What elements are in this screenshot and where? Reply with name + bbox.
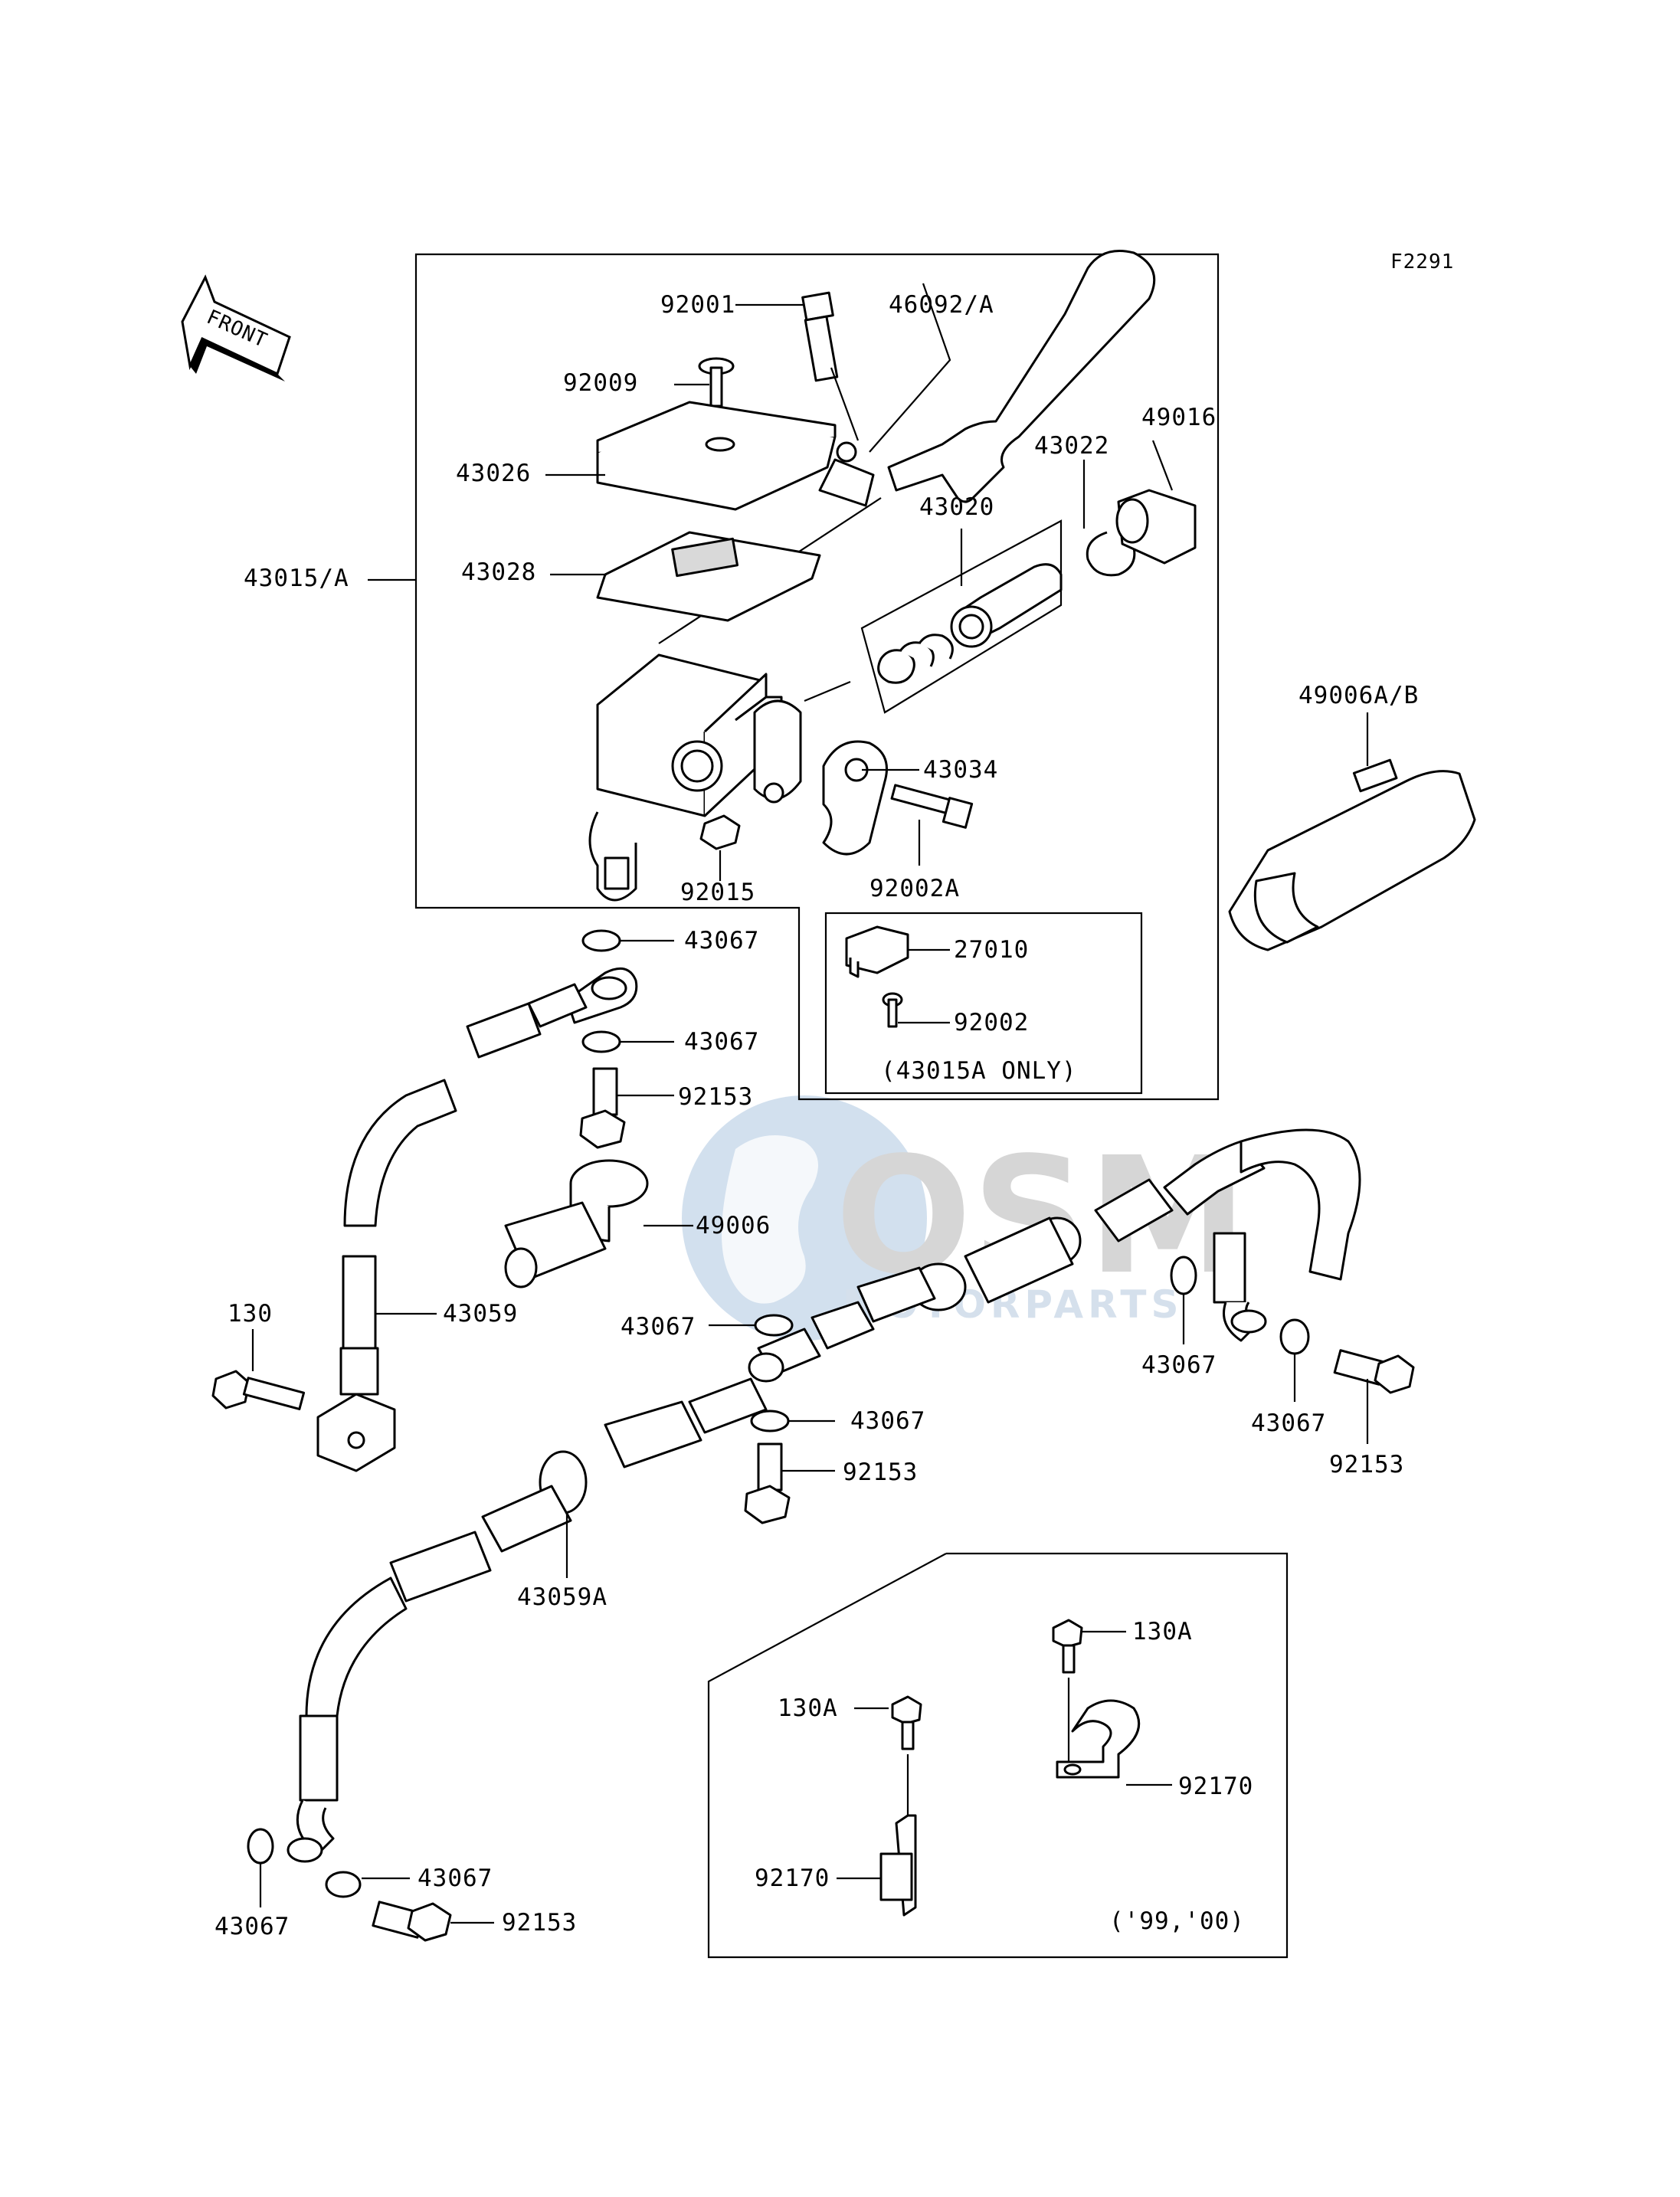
part-43067-washer-d: [750, 1410, 835, 1432]
label-43022: 43022: [1034, 432, 1109, 460]
note-43015A-only: (43015A ONLY): [881, 1057, 1077, 1085]
part-49016-dust-boot: [1115, 440, 1197, 565]
part-92153-banjo-bolt-d: [372, 1901, 494, 1942]
part-92153-banjo-bolt-c: [1333, 1349, 1415, 1444]
label-43028: 43028: [461, 558, 536, 586]
part-130-bolt: [211, 1329, 306, 1410]
label-43034: 43034: [923, 756, 998, 784]
label-92002: 92002: [954, 1009, 1029, 1036]
label-43059A: 43059A: [517, 1583, 607, 1611]
label-92170-a: 92170: [1178, 1773, 1253, 1800]
part-43059A-brake-hose: [287, 1128, 1361, 1863]
part-43067-washer-e: [1170, 1256, 1197, 1344]
label-27010: 27010: [954, 936, 1029, 964]
label-49006: 49006: [696, 1212, 771, 1239]
label-92002A: 92002A: [869, 875, 960, 902]
part-43067-washer-f: [1279, 1318, 1310, 1402]
part-43067-washer-b: [581, 1030, 674, 1053]
label-92153-c: 92153: [1329, 1451, 1404, 1478]
part-43067-washer-a: [581, 929, 674, 952]
part-92009-screw: [674, 357, 735, 408]
label-43067-a: 43067: [684, 927, 759, 954]
part-43067-washer-h: [325, 1871, 410, 1898]
part-43020-piston-kit: [860, 519, 1063, 714]
part-43028-diaphragm: [550, 531, 821, 622]
label-43059: 43059: [443, 1300, 518, 1328]
label-43067-b: 43067: [684, 1028, 759, 1056]
part-43034-clamp: [822, 740, 919, 856]
part-92001-pivot-bolt: [735, 291, 860, 441]
label-46092A: 46092/A: [889, 291, 994, 319]
label-43015A: 43015/A: [244, 565, 349, 592]
switch-box-43015A: [824, 912, 1143, 1095]
part-46092-lever: [658, 250, 1156, 644]
label-92170-b: 92170: [755, 1865, 830, 1892]
label-43067-g: 43067: [215, 1913, 290, 1940]
label-43067-h: 43067: [418, 1865, 493, 1892]
label-43067-c: 43067: [621, 1313, 696, 1341]
label-49016: 49016: [1141, 404, 1217, 431]
note-99-00: ('99,'00): [1109, 1907, 1245, 1935]
label-43067-d: 43067: [850, 1407, 925, 1435]
label-49006AB: 49006A/B: [1298, 682, 1419, 709]
label-92015: 92015: [680, 879, 755, 906]
assembly-box-43015: [368, 253, 1220, 1101]
label-43067-e: 43067: [1141, 1351, 1217, 1379]
label-43026: 43026: [456, 460, 531, 487]
label-92153-b: 92153: [843, 1459, 918, 1486]
part-49006AB-cap: [1228, 712, 1476, 951]
part-92015-nut: [699, 814, 741, 881]
clamp-box-99-00: [707, 1552, 1289, 1959]
label-43020: 43020: [919, 493, 994, 521]
label-130A-b: 130A: [778, 1694, 838, 1722]
label-92153-d: 92153: [502, 1909, 577, 1937]
front-arrow-icon: FRONT: [181, 274, 291, 381]
part-92153-banjo-bolt-b: [744, 1442, 835, 1524]
part-43067-washer-g: [247, 1828, 274, 1907]
figure-code: F2291: [1390, 250, 1454, 273]
label-43067-f: 43067: [1251, 1410, 1326, 1437]
label-92153-a: 92153: [678, 1083, 753, 1111]
part-43059-brake-hose: [316, 967, 638, 1472]
part-master-cylinder-body: [588, 653, 851, 902]
part-43067-washer-c: [709, 1314, 794, 1337]
label-92001: 92001: [660, 291, 735, 319]
part-92153-banjo-bolt-a: [579, 1067, 674, 1149]
part-43026-cover: [545, 401, 837, 511]
label-130: 130: [228, 1300, 273, 1328]
label-130A-a: 130A: [1132, 1618, 1193, 1645]
part-92002A-clamp-bolt: [890, 784, 974, 866]
part-49006-cap: [504, 1159, 693, 1288]
label-92009: 92009: [563, 369, 638, 397]
